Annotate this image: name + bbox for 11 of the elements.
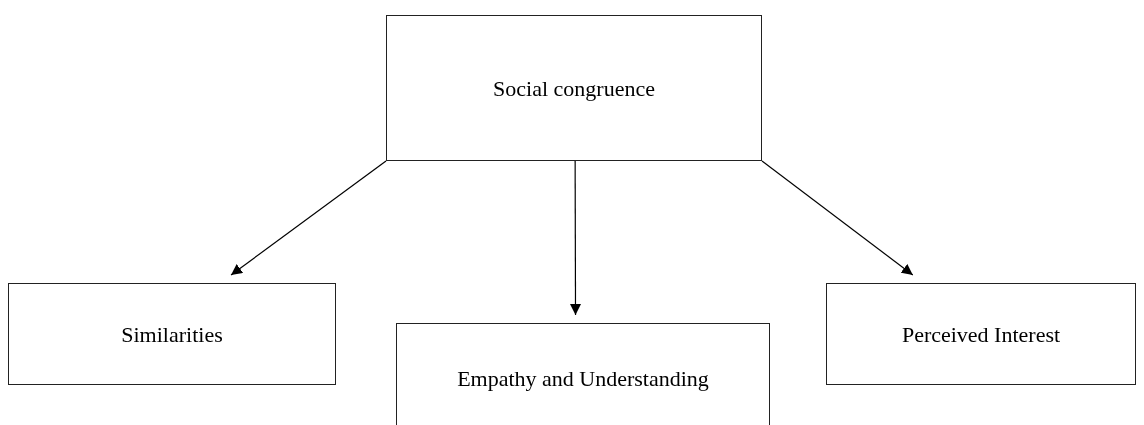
concept-box — [396, 323, 770, 425]
concept-box — [8, 283, 336, 385]
box-label: Similarities — [121, 320, 223, 349]
concept-box — [826, 283, 1136, 385]
arrow — [570, 160, 581, 316]
concept-box — [386, 15, 762, 161]
box-label: Social congruence — [493, 74, 655, 103]
box-label: Perceived Interest — [901, 320, 1061, 349]
box-label: Empathy and Understanding — [457, 365, 709, 393]
arrow — [761, 160, 914, 276]
arrow — [230, 160, 387, 276]
